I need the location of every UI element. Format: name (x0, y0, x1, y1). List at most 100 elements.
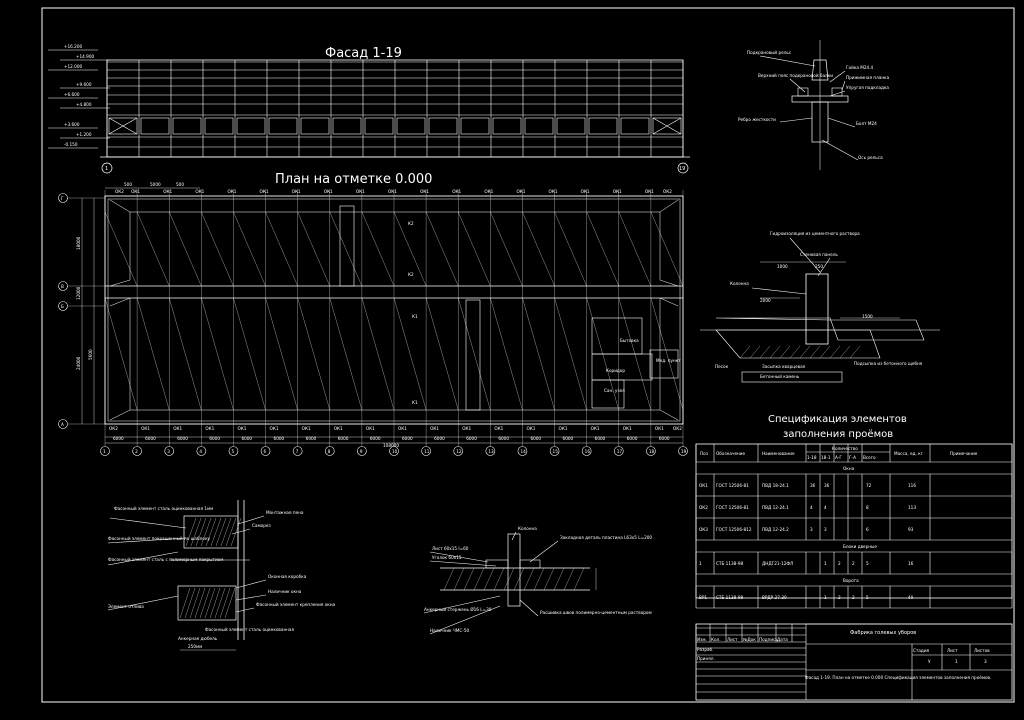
facade-window (620, 117, 650, 135)
plan-axis-marker (485, 446, 496, 456)
bracing (586, 211, 619, 287)
hatch (179, 587, 191, 619)
plan-axis-marker (100, 446, 110, 456)
leader (235, 594, 267, 601)
plan-axis-marker (164, 446, 175, 456)
room-bytovka (591, 317, 643, 355)
bracing (329, 297, 363, 411)
window-label-top: ОК1 (613, 189, 622, 194)
hatch (839, 345, 851, 359)
window-label-top: ОК1 (260, 189, 269, 194)
crane-label: К2 (408, 221, 414, 226)
win-label-0: Фасонный элемент сталь оцинкованная 1мм (114, 506, 213, 511)
facade-window (268, 117, 298, 135)
window-label-bottom: ОК1 (173, 426, 182, 431)
hatch (503, 567, 515, 591)
window-label-top: ОК1 (195, 189, 204, 194)
plan-axis-number: 17 (617, 449, 623, 454)
plan-axis-number: 2 (135, 449, 138, 454)
facade-axis-right: 19 (679, 166, 685, 172)
facade-title: Фасад 1-19 (325, 46, 402, 61)
win-label-4: Саморез (252, 523, 271, 528)
win-label-1: Фасонный элемент покрашенный по шаблону (108, 536, 211, 541)
bracing (425, 297, 459, 411)
hatch (739, 345, 751, 359)
leader (107, 595, 179, 611)
stamp-col-label: Лист (727, 637, 738, 642)
spec-qty: 4 (824, 505, 827, 510)
dim-left: 18000 (76, 236, 81, 250)
spec-qty: 1 (824, 561, 827, 566)
leader (827, 117, 856, 128)
spec-doc: ГОСТ 12506-81 (716, 483, 749, 488)
dim-text: 6000 (659, 436, 670, 441)
plan-axis-number: 16 (585, 449, 591, 454)
bracing (618, 211, 652, 287)
sill-label-5: Расшивка швов полимерно-цементным раство… (540, 610, 652, 615)
spec-title-1: Спецификация элементов (768, 414, 907, 425)
window-label-bottom: ОК1 (494, 426, 503, 431)
sill-label-6: Наличник ЧМС-50 (430, 628, 469, 633)
rail-label-4: Упругая подкладка (846, 85, 889, 90)
bracing (490, 297, 523, 411)
bracing (490, 211, 523, 287)
spec-qty-sub: А-Г (835, 455, 842, 460)
specification-table: Спецификация элементов заполнения проёмо… (695, 414, 1013, 609)
spec-header: Обозначение (716, 451, 745, 456)
spec-name: ПВД 12-24.2 (762, 527, 789, 532)
dim-left: 5600 (88, 349, 93, 360)
found-label-3: Песок (715, 364, 729, 369)
leader (779, 117, 813, 123)
spec-mass: 40 (908, 595, 914, 600)
sheet-frame (41, 7, 1015, 703)
hatch (553, 567, 565, 591)
sill-label-1: Закладная деталь пластина L63х5 L=200 (560, 535, 652, 540)
hatch (563, 567, 575, 591)
hatch (205, 517, 217, 547)
elevation-mark: +6.600 (64, 92, 80, 97)
hatch (799, 345, 811, 359)
window-label-top: ОК1 (452, 189, 461, 194)
spec-qty: 8 (866, 505, 869, 510)
hatch (809, 345, 821, 359)
spec-qty-sub: Всего (863, 455, 876, 460)
spec-qty: 1 (824, 595, 827, 600)
leader (817, 257, 831, 277)
beam-web (811, 101, 829, 143)
leader (511, 531, 517, 541)
win-dim: 250мм (188, 644, 202, 649)
facade-window (140, 117, 170, 135)
room-label: Бытовка (620, 338, 639, 343)
plan-axis-marker (292, 446, 303, 456)
win-label-5: Оконная коробка (268, 574, 307, 579)
window-label-bottom: ОК1 (302, 426, 311, 431)
leader (235, 579, 267, 589)
facade-window (108, 117, 138, 135)
hatch (185, 517, 197, 547)
hatch (214, 587, 226, 619)
hatch (220, 517, 232, 547)
stamp-col-label: Подпись (759, 637, 778, 642)
window-label-bottom: ОК1 (141, 426, 150, 431)
rail-label-2: Прижимная планка (846, 75, 890, 80)
found-label-6: Бетонный камень (760, 374, 800, 379)
window-label-top: ОК1 (645, 189, 654, 194)
bracing (233, 211, 266, 287)
facade-panel-grid (106, 59, 684, 158)
dim-top: 5000 (150, 182, 161, 187)
found-label-5: Подсыпка из бетонного щебня (854, 361, 923, 366)
spec-qty-sub: Г-А (849, 455, 856, 460)
dim-text: 6000 (595, 436, 606, 441)
bracing (522, 297, 555, 411)
facade-window (588, 117, 618, 135)
spec-header: Наименование (762, 451, 795, 456)
plan-axis-left: В (61, 284, 64, 289)
hatch (453, 567, 465, 591)
sill-label-3: Уголок 60х15 (432, 555, 462, 560)
foundation-shapes (700, 237, 940, 383)
facade-window (428, 117, 458, 135)
hatch (829, 345, 841, 359)
plan-axis-marker (517, 446, 528, 456)
